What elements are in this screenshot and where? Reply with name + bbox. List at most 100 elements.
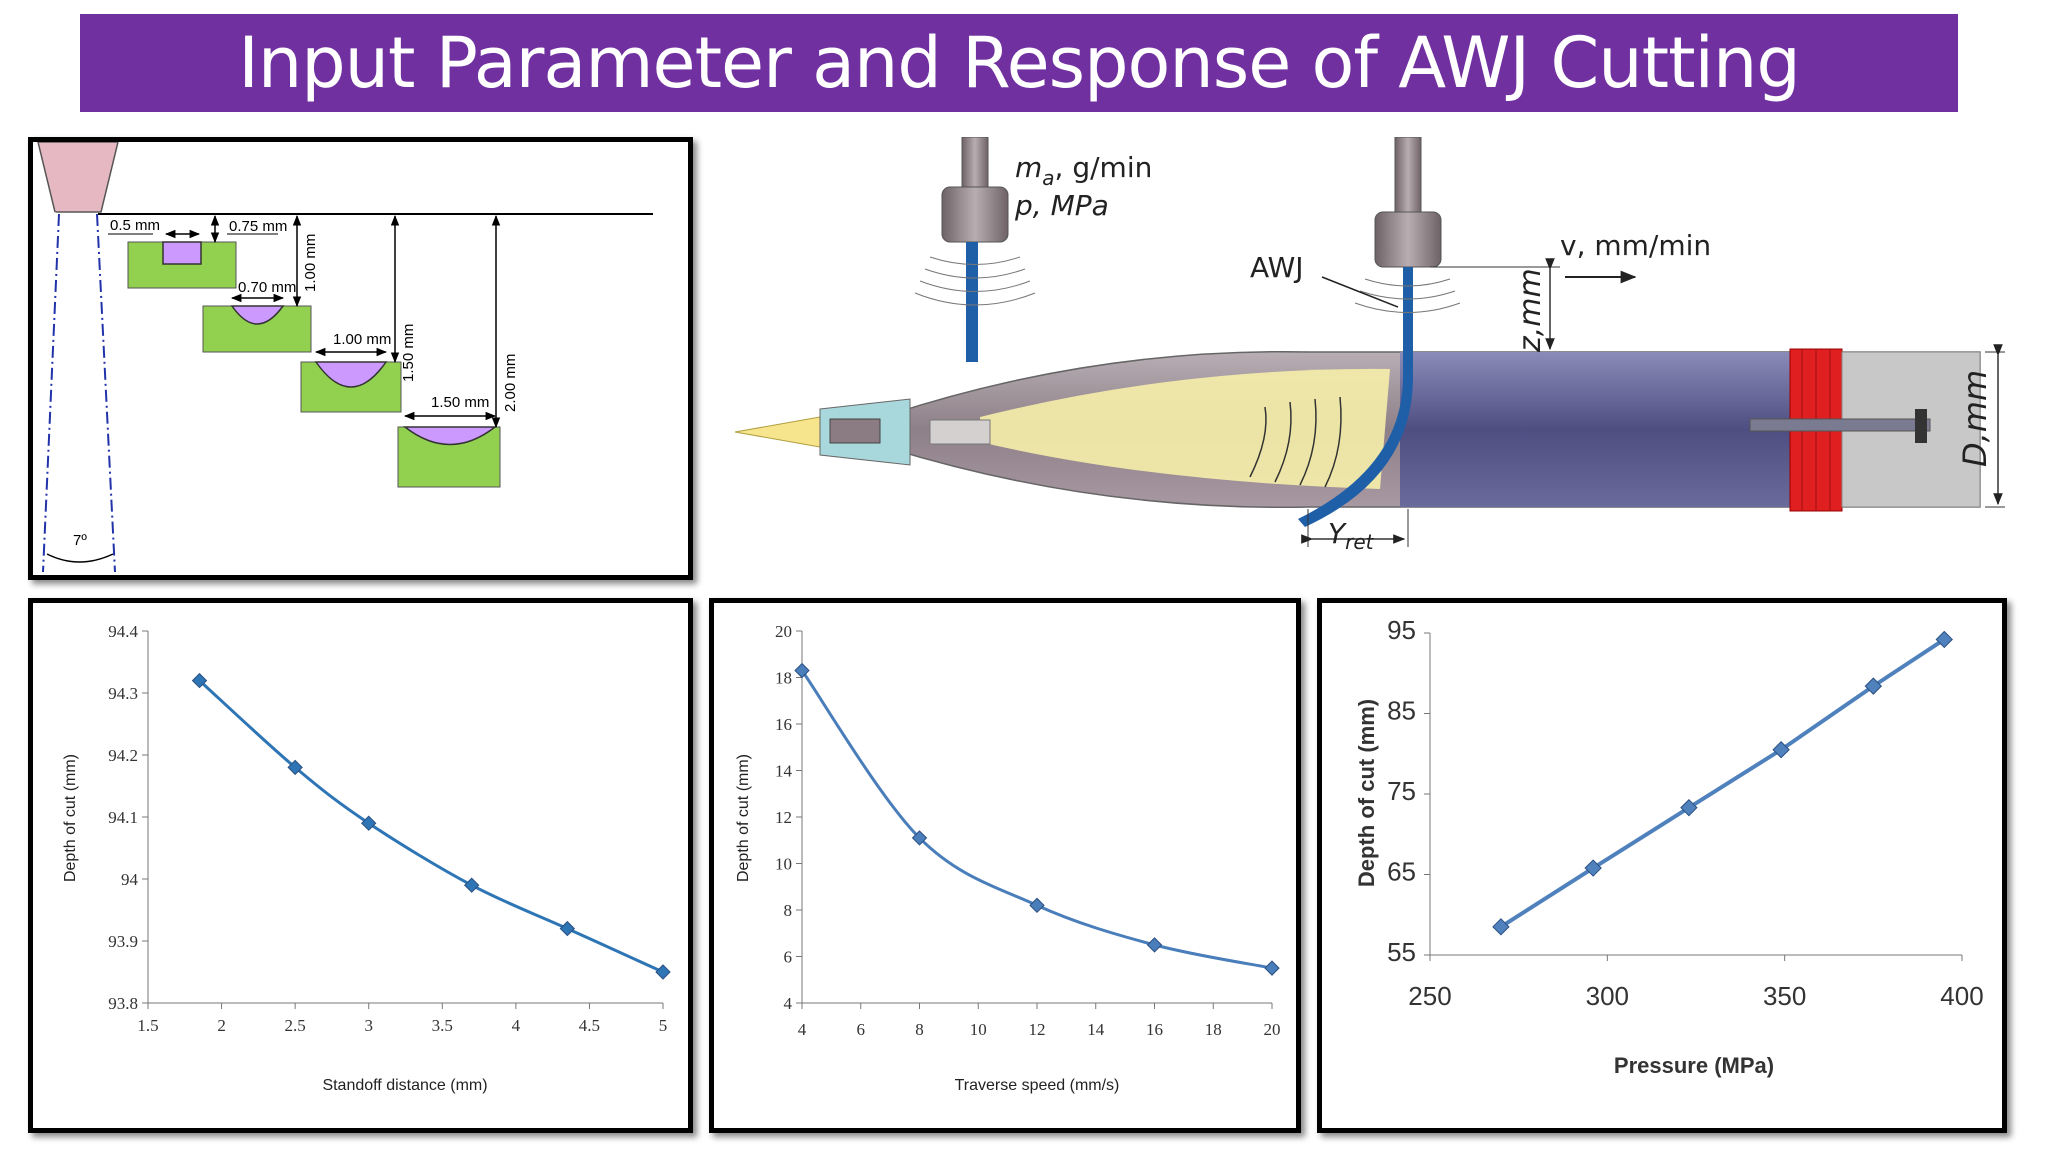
data-point (1146, 937, 1163, 953)
data-point (794, 662, 810, 679)
kerf-2 (230, 305, 285, 325)
jet-angle-label: 7º (73, 532, 87, 549)
data-point (1864, 677, 1883, 695)
y-tick-label: 94.1 (108, 808, 138, 827)
x-tick-label: 18 (1205, 1020, 1222, 1039)
y-tick-label: 94.2 (108, 746, 138, 765)
x-tick-label: 400 (1940, 981, 1983, 1011)
nozzle-icon (37, 142, 119, 213)
y-tick-label: 93.9 (108, 932, 138, 951)
left-nozzle-head (941, 186, 1009, 243)
y-tick-label: 10 (775, 855, 792, 874)
data-point (1935, 630, 1953, 649)
projectile-charge (980, 368, 1390, 489)
y-tick-label: 93.8 (108, 994, 138, 1013)
kerf-1 (162, 241, 202, 265)
left-nozzle-tube (961, 137, 989, 188)
left-jet (966, 242, 978, 362)
data-point (464, 877, 480, 893)
x-tick-label: 4.5 (579, 1016, 600, 1035)
kerf-3 (314, 361, 388, 388)
series-line (800, 669, 1273, 970)
x-tick-label: 2.5 (285, 1016, 306, 1035)
jet-boundary-left (42, 213, 60, 573)
data-point (287, 759, 303, 776)
y-tick-label: 75 (1387, 776, 1416, 806)
y-tick-label: 94 (121, 870, 139, 889)
x-tick-label: 16 (1146, 1020, 1163, 1039)
x-tick-label: 10 (970, 1020, 987, 1039)
y-tick-label: 65 (1387, 857, 1416, 887)
velocity-label: v, mm/min (1560, 229, 1711, 262)
right-nozzle-head (1374, 211, 1442, 268)
diameter-label: D,mm (1956, 370, 1994, 467)
dim-label-2: 0.75 mm (229, 218, 287, 235)
data-point (655, 964, 671, 980)
projectile-tip (734, 416, 821, 448)
y-tick-label: 8 (784, 901, 793, 920)
x-tick-label: 5 (659, 1016, 668, 1035)
y-axis-label: Depth of cut (mm) (1354, 699, 1379, 887)
kerf-geometry-panel: 7º 0.5 mm 0.75 mm 0.70 mm 1.00 mm 1.00 m… (28, 137, 693, 580)
awj-cutting-schematic: ma, g/min p, MPa AWJ v, mm/min z,mm D,mm… (730, 137, 2020, 557)
chart-standoff-svg: 93.8 93.9 94 94.1 94.2 94.3 94.4 1.5 2 2.5 3 3.5 4 4.… (62, 622, 671, 1094)
kerf-4 (402, 426, 498, 446)
dim-label-8: 2.00 mm (502, 354, 519, 412)
awj-label: AWJ (1250, 251, 1304, 284)
data-point (911, 830, 928, 846)
y-tick-label: 55 (1387, 937, 1416, 967)
x-tick-label: 4 (512, 1016, 521, 1035)
dim-label-7: 1.50 mm (431, 394, 489, 411)
y-tick-label: 16 (775, 715, 792, 734)
right-jet (1298, 267, 1413, 527)
x-axis-label: Pressure (MPa) (1614, 1053, 1774, 1078)
series-line (1499, 637, 1946, 929)
dim-label-6: 1.50 mm (400, 324, 417, 382)
x-tick-label: 2 (217, 1016, 226, 1035)
x-tick-label: 3.5 (432, 1016, 453, 1035)
page-title: Input Parameter and Response of AWJ Cutt… (80, 14, 1958, 112)
chart-standoff-distance: 93.8 93.9 94 94.1 94.2 94.3 94.4 1.5 2 2.5 3 3.5 4 4.… (28, 598, 693, 1133)
x-tick-label: 4 (798, 1020, 807, 1039)
data-point (361, 815, 377, 831)
dim-label-4: 1.00 mm (302, 234, 319, 292)
x-tick-label: 6 (857, 1020, 866, 1039)
x-tick-label: 8 (915, 1020, 924, 1039)
y-tick-label: 6 (784, 948, 793, 967)
kerf-geometry-diagram: 7º 0.5 mm 0.75 mm 0.70 mm 1.00 mm 1.00 m… (37, 142, 653, 575)
y-tick-label: 94.3 (108, 684, 138, 703)
x-tick-label: 3 (364, 1016, 373, 1035)
data-point (559, 920, 576, 937)
x-tick-label: 12 (1029, 1020, 1046, 1039)
x-tick-label: 250 (1408, 981, 1451, 1011)
yret-label: Yret (1328, 517, 1375, 554)
data-point (1772, 741, 1790, 759)
y-tick-label: 14 (775, 762, 793, 781)
x-tick-label: 300 (1586, 981, 1629, 1011)
x-axis-label: Standoff distance (mm) (322, 1077, 487, 1094)
data-point (1029, 897, 1045, 914)
data-point (1584, 859, 1602, 877)
data-point (1492, 918, 1510, 936)
data-point (191, 672, 208, 689)
y-tick-label: 12 (775, 808, 792, 827)
right-nozzle-tube (1394, 137, 1422, 213)
data-point (1680, 798, 1698, 817)
x-tick-label: 20 (1264, 1020, 1281, 1039)
mass-flow-label: ma, g/min (1015, 151, 1152, 190)
dim-label-5: 1.00 mm (333, 331, 391, 348)
dim-label-1: 0.5 mm (110, 217, 160, 234)
pressure-label: p, MPa (1014, 189, 1109, 222)
y-tick-label: 20 (775, 622, 792, 641)
y-tick-label: 94.4 (108, 622, 138, 641)
x-tick-label: 14 (1087, 1020, 1105, 1039)
x-tick-label: 1.5 (137, 1016, 158, 1035)
series-line (198, 679, 664, 974)
y-tick-label: 18 (775, 669, 792, 688)
jet-boundary-right (96, 213, 116, 573)
dim-label-3: 0.70 mm (238, 279, 296, 296)
